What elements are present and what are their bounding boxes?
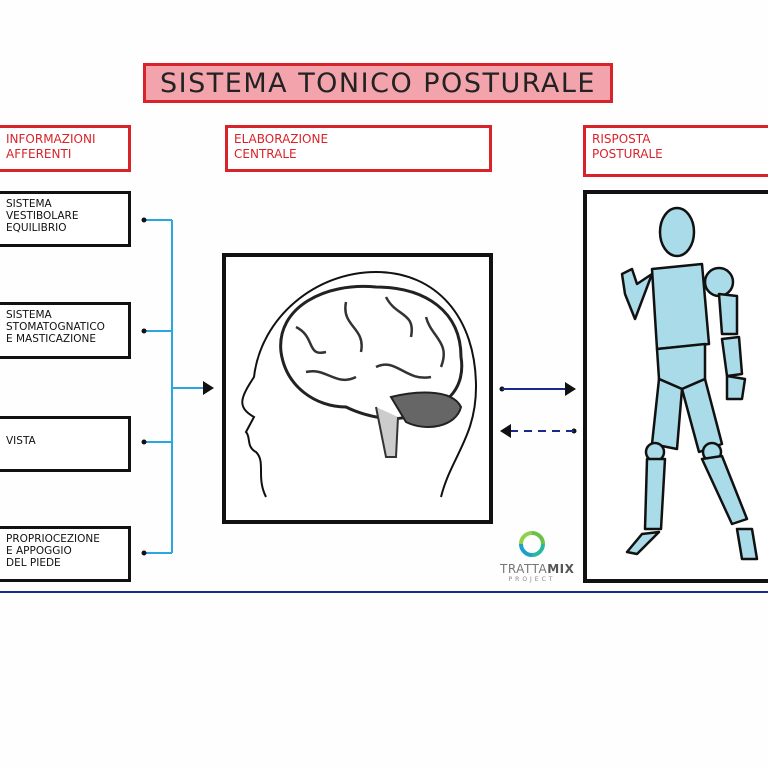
central-processing-frame [222, 253, 493, 524]
header-informazioni-afferenti: INFORMAZIONI AFFERENTI [0, 125, 131, 172]
logo-name-bold: MIX [547, 562, 575, 576]
input-box-vista: VISTA [0, 416, 131, 472]
diagram-title: SISTEMA TONICO POSTURALE [143, 63, 613, 103]
header-elaborazione-centrale: ELABORAZIONE CENTRALE [225, 125, 492, 172]
trattamix-logo: TRATTAMIX PROJECT [500, 530, 574, 583]
input-box-propriocezione: PROPRIOCEZIONE E APPOGGIO DEL PIEDE [0, 526, 131, 582]
logo-name-light: TRATTA [500, 562, 548, 576]
postural-response-frame [583, 190, 768, 583]
head-brain-illustration [241, 270, 478, 498]
logo-subtitle: PROJECT [508, 576, 556, 583]
logo-swirl-icon [519, 531, 545, 557]
input-connector [144, 219, 203, 554]
header-risposta-posturale: RISPOSTA POSTURALE [583, 125, 768, 177]
input-box-stomatognatico: SISTEMA STOMATOGNATICO E MASTICAZIONE [0, 302, 131, 359]
input-box-vestibolare: SISTEMA VESTIBOLARE EQUILIBRIO [0, 191, 131, 247]
efferent-arrow [499, 382, 576, 396]
arrow-to-center-icon [203, 381, 214, 395]
mannequin-figure-illustration [620, 206, 759, 561]
feedback-arrow [500, 424, 577, 438]
